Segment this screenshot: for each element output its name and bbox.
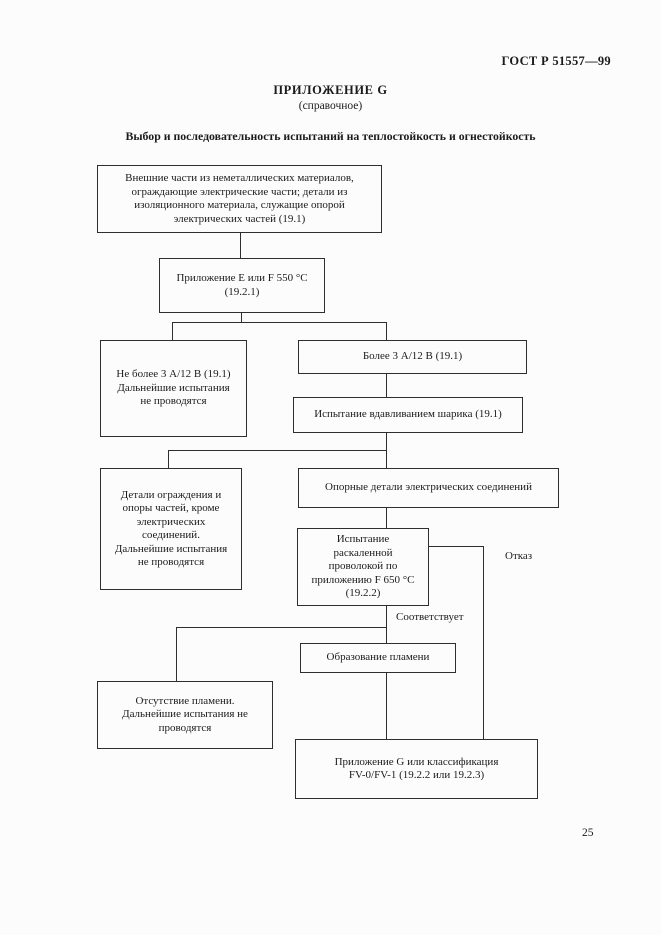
edge-label-fail: Отказ <box>505 550 533 562</box>
flowchart-box-guard-details: Детали ограждения и опоры частей, кроме … <box>100 468 242 590</box>
connector-line <box>176 627 177 681</box>
connector-line <box>168 450 169 468</box>
connector-line <box>172 322 173 340</box>
connector-line <box>386 673 387 739</box>
flowchart-box-support-details: Опорные детали электрических соединений <box>298 468 559 508</box>
connector-line <box>386 606 387 643</box>
flowchart-box-ball-pressure: Испытание вдавливанием шарика (19.1) <box>293 397 523 433</box>
connector-line <box>176 627 386 628</box>
diagram-title: Выбор и последовательность испытаний на … <box>125 129 536 143</box>
appendix-heading: ПРИЛОЖЕНИЕ G <box>273 83 388 97</box>
flowchart-box-more-3a: Более 3 А/12 В (19.1) <box>298 340 527 374</box>
connector-line <box>386 322 387 340</box>
appendix-note: (справочное) <box>298 100 363 112</box>
flowchart-box-annex-ef-550: Приложение Е или F 550 °С (19.2.1) <box>159 258 325 313</box>
page-number: 25 <box>582 827 594 839</box>
connector-line <box>386 508 387 528</box>
flowchart-box-source-parts: Внешние части из неметаллических материа… <box>97 165 382 233</box>
edge-label-conforms: Соответствует <box>396 611 464 623</box>
flowchart-box-glow-wire: Испытание раскаленной проволокой по прил… <box>297 528 429 606</box>
flowchart-box-not-more-3a: Не более 3 А/12 В (19.1) Дальнейшие испы… <box>100 340 247 437</box>
connector-line <box>240 233 241 258</box>
connector-line <box>172 322 387 323</box>
connector-line <box>386 374 387 397</box>
flowchart-box-annex-g-classification: Приложение G или классификация FV-0/FV-1… <box>295 739 538 799</box>
flowchart-box-no-flame: Отсутствие пламени. Дальнейшие испытания… <box>97 681 273 749</box>
flowchart-box-flame-formation: Образование пламени <box>300 643 456 673</box>
connector-line-fail <box>429 546 483 547</box>
standard-number: ГОСТ Р 51557—99 <box>501 54 611 68</box>
connector-line <box>241 313 242 323</box>
connector-line <box>168 450 387 451</box>
connector-line-fail <box>483 546 484 739</box>
